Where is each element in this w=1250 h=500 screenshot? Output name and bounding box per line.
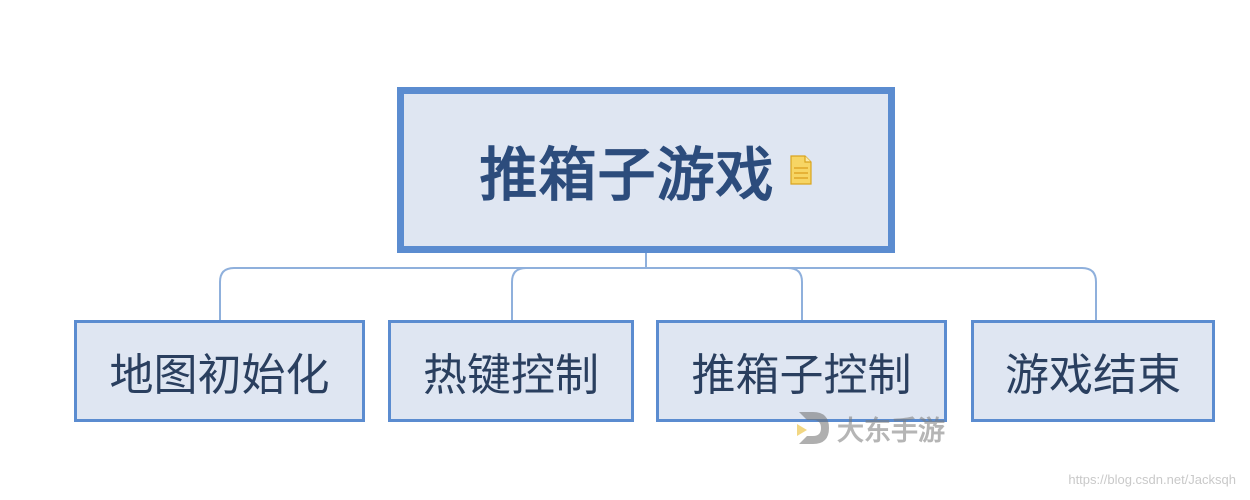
child-topic-map-init[interactable]: 地图初始化	[74, 320, 365, 422]
branch-bus-line	[219, 267, 1097, 320]
play-logo-icon	[797, 412, 829, 444]
child-topic-label: 游戏结束	[1005, 350, 1181, 401]
root-topic-label: 推箱子游戏	[479, 141, 775, 209]
source-url: https://blog.csdn.net/Jacksqh	[1068, 472, 1236, 487]
root-topic[interactable]: 推箱子游戏	[397, 87, 895, 253]
child-topic-hotkey-control[interactable]: 热键控制	[388, 320, 634, 422]
child-topic-game-over[interactable]: 游戏结束	[971, 320, 1215, 422]
child-topic-box-control[interactable]: 推箱子控制	[656, 320, 947, 422]
watermark-text: 大东手游	[837, 415, 945, 447]
note-icon[interactable]	[789, 155, 813, 185]
branch-line-3	[787, 267, 803, 320]
watermark: 大东手游	[793, 408, 945, 448]
child-topic-label: 热键控制	[423, 350, 599, 401]
child-topic-label: 推箱子控制	[691, 350, 912, 401]
child-topic-label: 地图初始化	[109, 350, 330, 401]
branch-line-2	[511, 267, 527, 320]
